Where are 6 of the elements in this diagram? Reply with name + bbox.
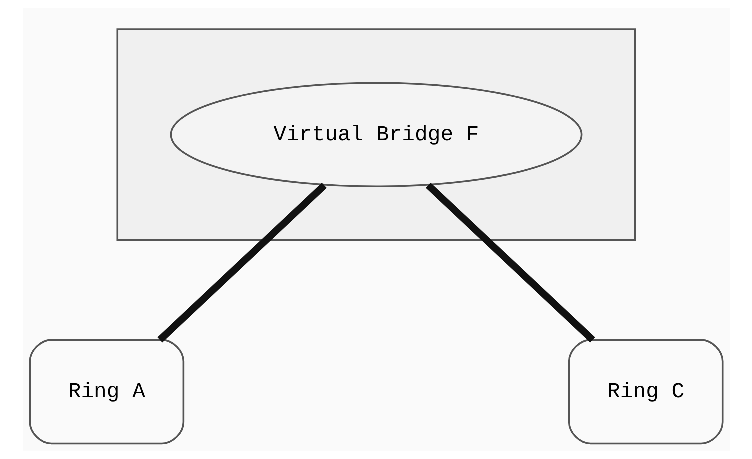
node-box: Ring A xyxy=(28,339,184,445)
node-ellipse: Virtual Bridge F xyxy=(170,82,582,188)
connector xyxy=(426,182,595,343)
connector xyxy=(157,182,326,343)
node-box: Ring C xyxy=(568,339,724,445)
cluster xyxy=(116,28,636,242)
